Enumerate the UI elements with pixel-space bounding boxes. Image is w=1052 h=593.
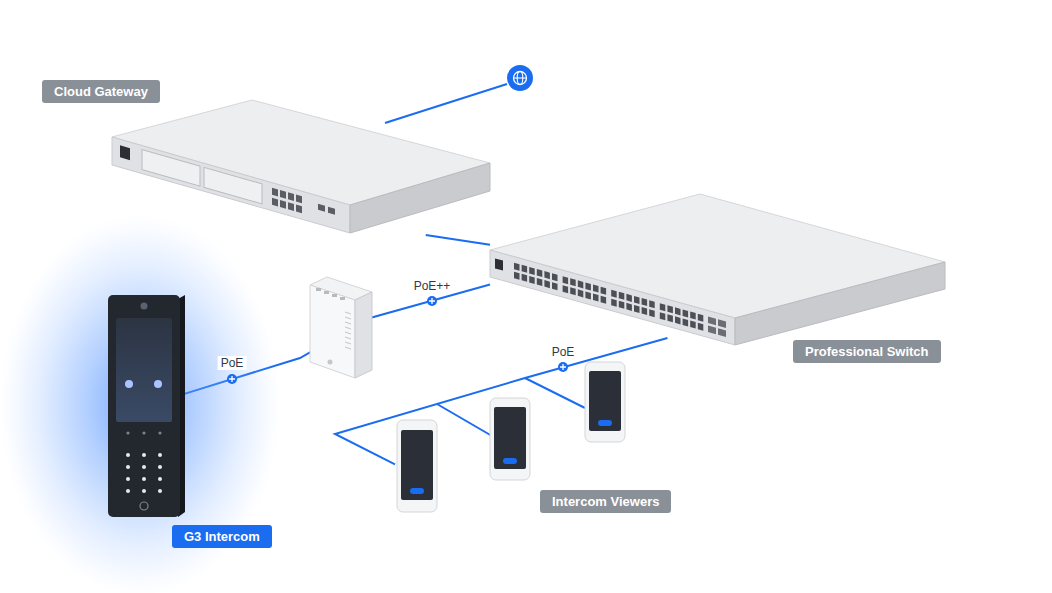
device-label: Professional Switch [793, 340, 941, 363]
globe-icon [507, 65, 533, 91]
device-label: G3 Intercom [172, 525, 272, 548]
poe-marker [558, 362, 568, 372]
device-node: Intercom Viewers [395, 362, 635, 517]
poe-adapter [310, 277, 372, 378]
poe-marker [227, 374, 237, 384]
power-label: PoE [218, 356, 247, 370]
gateway-device [112, 100, 490, 233]
viewer-device [490, 398, 530, 480]
edge-label: PoE [549, 345, 578, 359]
device-node: Cloud Gateway [112, 100, 490, 235]
device-node: G3 Intercom [100, 292, 182, 520]
poe-marker [427, 296, 437, 306]
network-cable [426, 235, 490, 245]
device-node: Professional Switch [490, 185, 945, 338]
uplink-line [385, 84, 507, 123]
device-label: Intercom Viewers [540, 490, 671, 513]
g3-intercom-device [0, 215, 280, 593]
viewer-device [585, 362, 625, 442]
device-label: Cloud Gateway [42, 80, 160, 103]
edge-label: PoE++ [411, 279, 454, 293]
switch-device [490, 194, 945, 345]
viewer-device [397, 420, 437, 512]
